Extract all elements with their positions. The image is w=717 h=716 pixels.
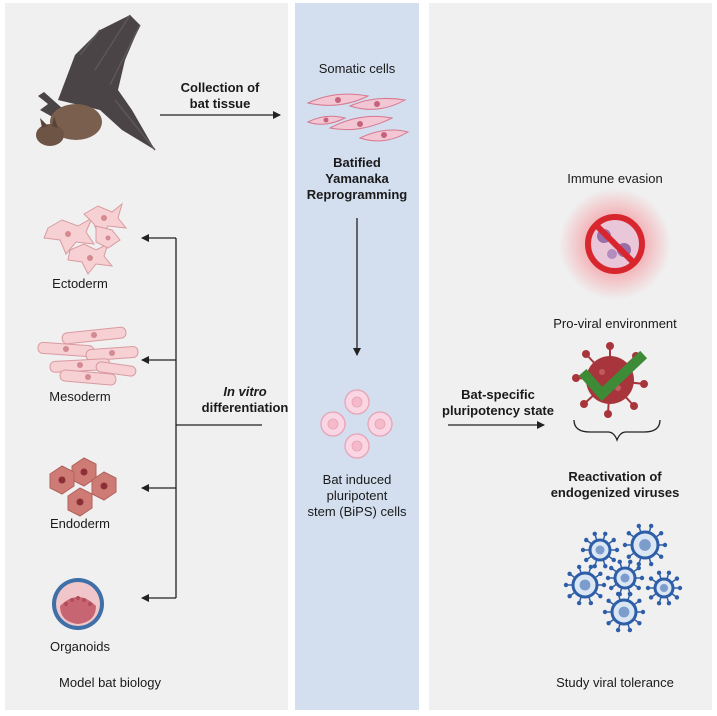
bat-icon [36,14,156,151]
organoids-label: Organoids [50,639,110,654]
blue-virus-particle [580,531,620,569]
left-footer: Model bat biology [59,675,161,690]
collection-label: Collection of bat tissue [150,80,290,112]
reactivation-label: Reactivation of endogenized viruses [530,469,700,501]
differentiation-label: In vitro differentiation [190,384,300,416]
reprogramming-label-line3: Reprogramming [306,187,408,202]
differentiation-arrows [141,234,262,602]
somatic-cells-label: Somatic cells [318,61,396,76]
right-footer: Study viral tolerance [556,675,674,690]
reprogramming-label: Batified Yamanaka Reprogramming [295,155,419,203]
collection-label-line2: bat tissue [189,96,251,111]
blue-virus-particle [563,564,607,606]
organoid-icon [52,578,104,630]
blue-virus-particle [605,559,645,597]
grouping-brace [573,419,661,442]
bips-label-line1: Bat induced [322,472,392,487]
mesoderm-label: Mesoderm [49,389,111,404]
reactivation-label-line2: endogenized viruses [550,485,680,500]
somatic-cells-icon [306,93,410,142]
pluripotency-state-label: Bat-specific pluripotency state [428,387,568,419]
blue-virus-particle [602,591,646,633]
ectoderm-label: Ectoderm [52,276,108,291]
proviral-virus-icon [572,342,648,418]
endogenized-viruses-icon [563,523,683,633]
immune-evasion-label: Immune evasion [567,171,663,186]
blue-virus-particle [645,570,683,606]
reactivation-label-line1: Reactivation of [568,469,662,484]
immune-evasion-icon [559,188,671,300]
proviral-environment-label: Pro-viral environment [553,316,677,331]
bips-label-line3: stem (BiPS) cells [307,504,407,519]
differentiation-label-line2: differentiation [201,400,289,415]
reprogramming-label-line1: Batified [333,155,381,170]
ectoderm-cells-icon [43,202,128,275]
collection-label-line1: Collection of [180,80,260,95]
bips-label-line2: pluripotent [326,488,388,503]
endoderm-label: Endoderm [50,516,110,531]
pluripotency-label-line1: Bat-specific [461,387,535,402]
reprogramming-label-line2: Yamanaka [325,171,389,186]
differentiation-label-line1: In vitro [223,384,267,399]
blue-virus-particle [622,523,668,567]
bips-cells-label: Bat induced pluripotent stem (BiPS) cell… [295,472,419,520]
pluripotency-label-line2: pluripotency state [442,403,554,418]
